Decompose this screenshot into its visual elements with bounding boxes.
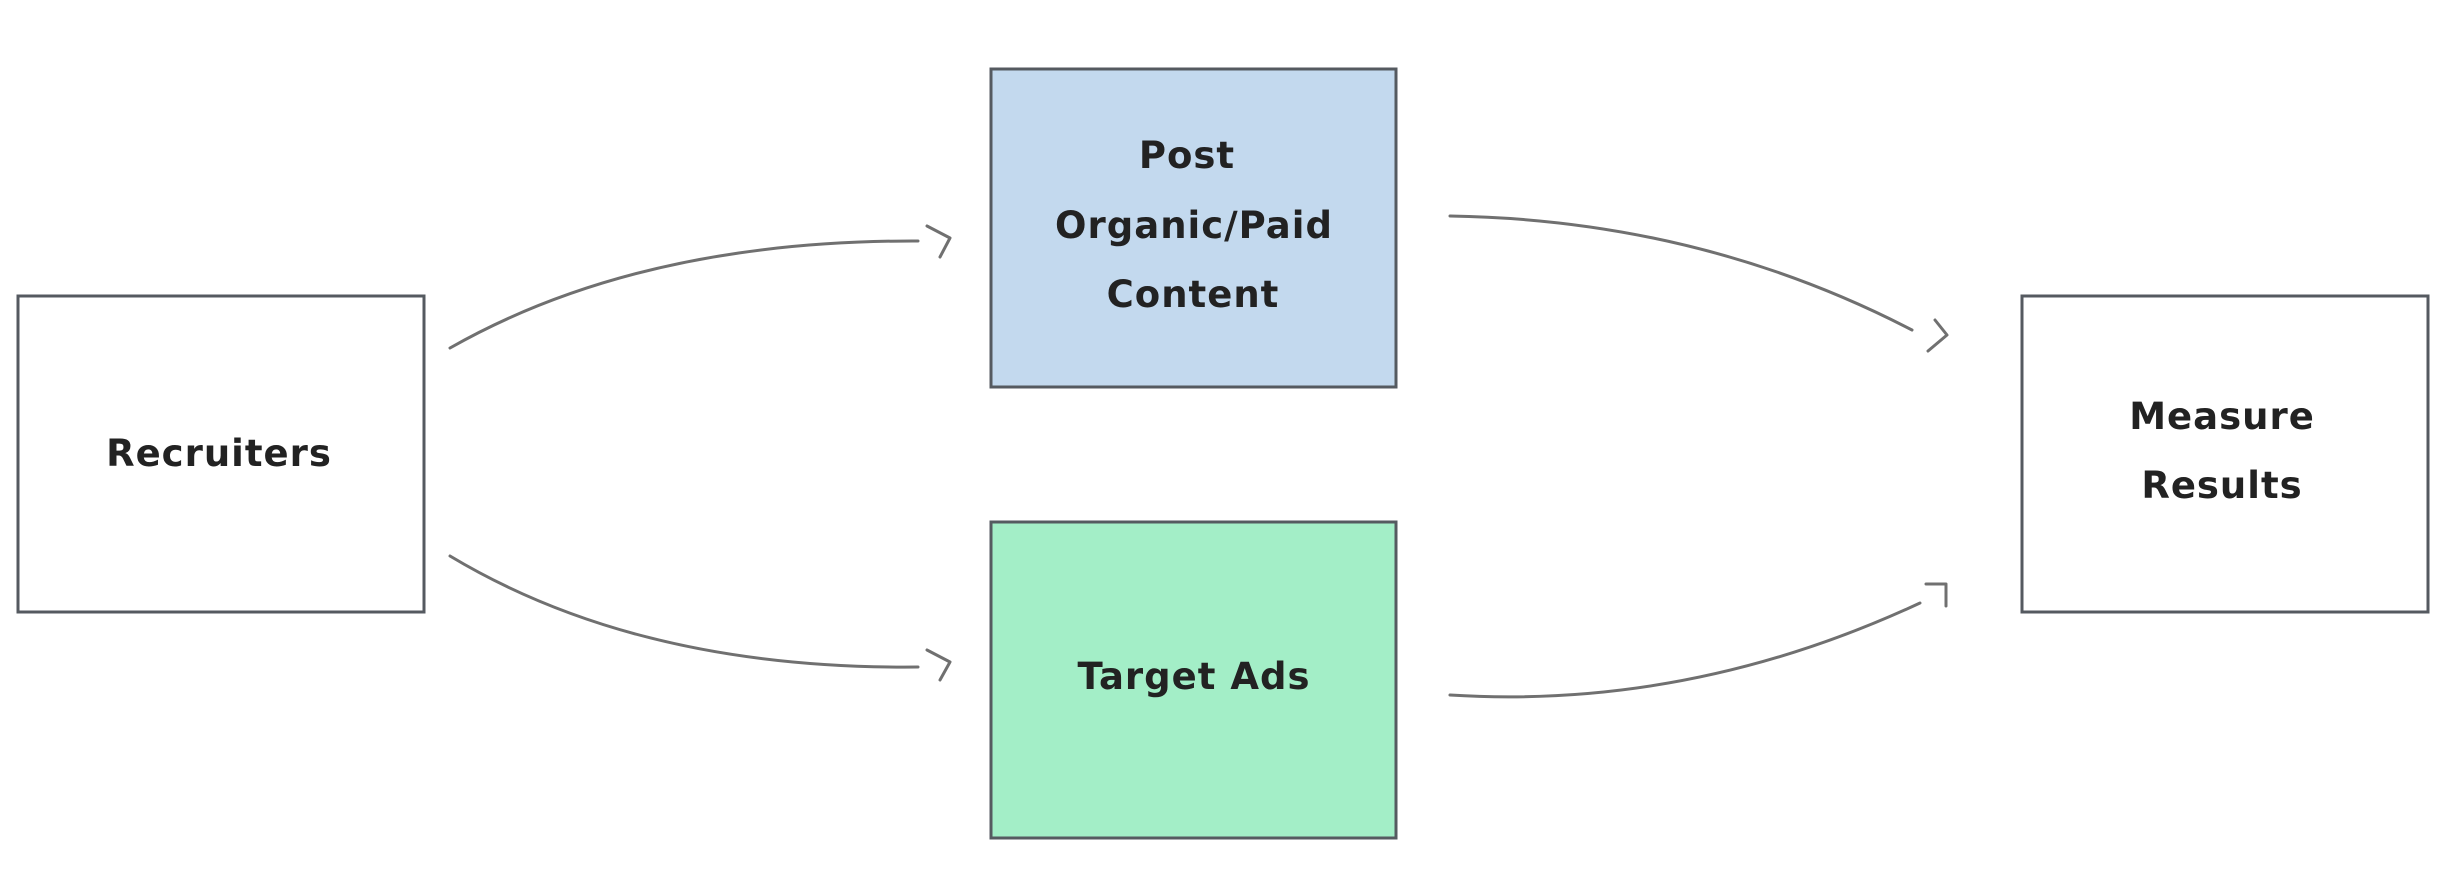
arrowhead-icon [1924,582,1948,608]
node-measure-results-label-line-2: Results [2141,464,2302,507]
node-target-ads-label: Target Ads [1078,655,1311,698]
node-post-content-label-line-1: Post [1139,134,1235,177]
edge-post-content-to-measure-results-line [1448,214,1914,332]
edge-recruiters-to-target-ads [448,554,952,682]
node-target-ads-box [989,520,1398,840]
arrowhead-icon [925,648,952,682]
node-recruiters-box [16,294,426,614]
edge-target-ads-to-measure-results-line [1448,601,1922,699]
node-recruiters-label: Recruiters [106,432,332,475]
node-measure-results-box [2020,294,2430,614]
edge-target-ads-to-measure-results [1448,582,1948,699]
node-measure-results[interactable]: Measure Results [2020,294,2430,614]
node-post-content-label-line-3: Content [1107,273,1280,316]
arrowhead-icon [925,224,952,259]
edge-recruiters-to-post-content-line [448,239,920,350]
edge-post-content-to-measure-results [1448,214,1949,353]
node-post-content[interactable]: Post Organic/Paid Content [989,67,1398,389]
edge-recruiters-to-target-ads-line [448,554,920,669]
edge-recruiters-to-post-content [448,224,952,350]
node-recruiters[interactable]: Recruiters [16,294,426,614]
node-post-content-label-line-2: Organic/Paid [1055,204,1333,247]
arrowhead-icon [1926,318,1949,353]
node-measure-results-label-line-1: Measure [2129,395,2315,438]
node-target-ads[interactable]: Target Ads [989,520,1398,840]
node-post-content-box [989,67,1398,389]
